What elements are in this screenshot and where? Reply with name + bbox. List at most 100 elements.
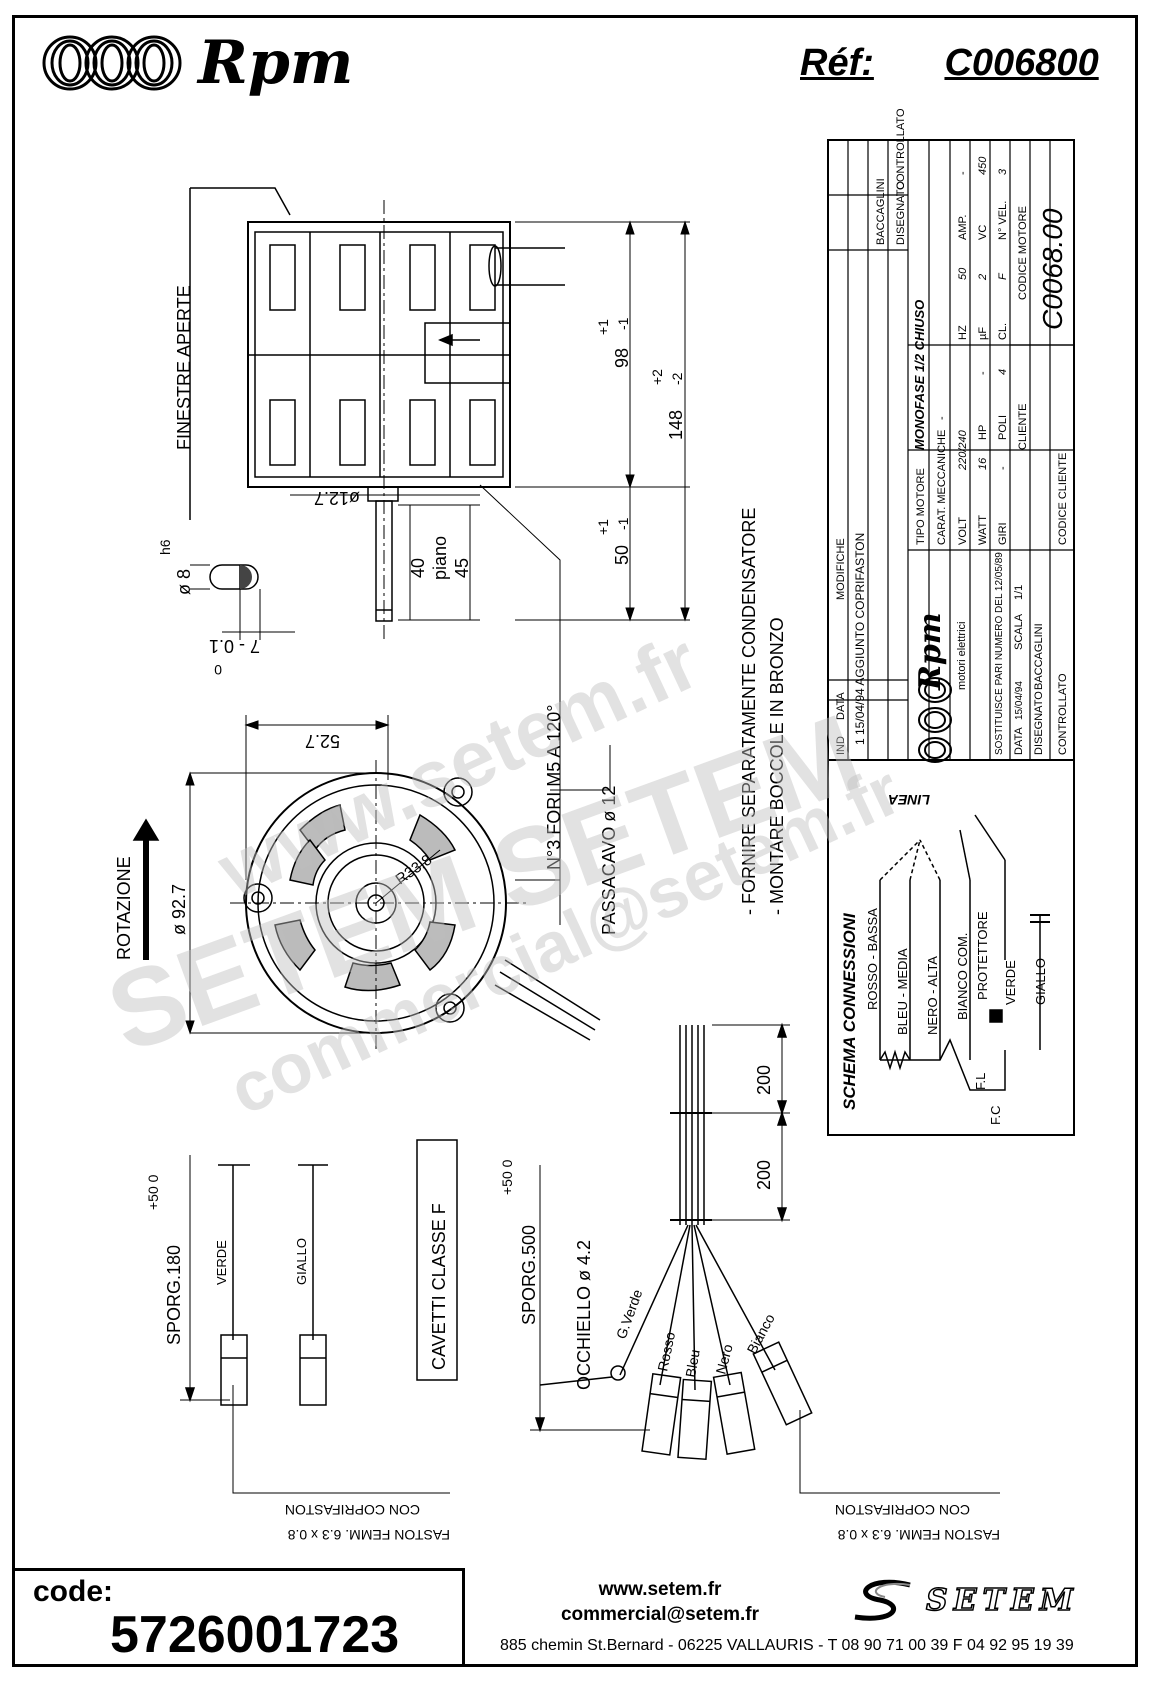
- tb-controllato-col: CONTROLLATO: [895, 108, 907, 190]
- tb-hp-val: -: [977, 371, 989, 375]
- shaft-detail: [190, 564, 295, 640]
- tb-poli-val: 4: [997, 369, 1009, 375]
- g-verde-label: G.Verde: [613, 1287, 646, 1341]
- fori-label: N°3 FORI M5 A 120°: [544, 705, 564, 870]
- front-view-dimensions: [185, 715, 611, 1035]
- cavetti-label: CAVETTI CLASSE F: [429, 1203, 449, 1370]
- setem-name: SETEM: [925, 1582, 1079, 1619]
- tb-baccaglini: BACCAGLINI: [875, 178, 887, 245]
- wire-bleu: BLEU - MEDIA: [895, 948, 910, 1035]
- tb-cl: CL.: [997, 323, 1009, 340]
- reference: Réf: C006800: [800, 42, 1099, 85]
- tb-hp: HP: [977, 425, 989, 440]
- shaft-flat-tol: 0: [214, 662, 222, 678]
- con-coprifaston-left: CON COPRIFASTON: [285, 1502, 420, 1518]
- dim-52-7: 52.7: [305, 731, 340, 751]
- note-boccole: - MONTARE BOCCOLE IN BRONZO: [767, 617, 787, 915]
- tb-hz: HZ: [957, 325, 969, 340]
- motor-side-view: [189, 187, 565, 640]
- tb-mod-row: 1 15/04/94 AGGIUNTO COPRIFASTON: [853, 533, 867, 745]
- technical-drawing: FINESTRE APERTE 98 +1 -1 148 +2 -2 50 +1…: [114, 108, 1075, 1543]
- tb-codice-motore-val: C0068.00: [1037, 208, 1068, 330]
- faston-right: FASTON FEMM. 6.3 x 0.8: [837, 1527, 1000, 1543]
- occhiello-label: OCCHIELLO ø 4.2: [574, 1240, 594, 1390]
- tb-sostituisce: SOSTITUISCE PARI NUMERO DEL 12/05/89: [994, 552, 1005, 755]
- dim-40: 40: [408, 558, 428, 578]
- drawing-frame: [12, 15, 1138, 1667]
- code-box: code: 5726001723: [15, 1568, 465, 1667]
- fc-label: F.C: [988, 1106, 1003, 1126]
- shaft-tol: h6: [157, 539, 173, 555]
- tb-uf-val: 2: [977, 274, 989, 281]
- footer-email[interactable]: commercial@setem.fr: [560, 1604, 760, 1625]
- ref-value: C006800: [944, 42, 1099, 84]
- tol-50b: -1: [615, 517, 631, 530]
- shaft-dia: ø 8: [174, 569, 194, 595]
- tb-vc: VC: [977, 225, 989, 240]
- tb-amp: AMP.: [957, 215, 969, 240]
- tb-cl-val: F: [997, 272, 1009, 280]
- note-condensatore: - FORNIRE SEPARATAMENTE CONDENSATORE: [739, 508, 759, 915]
- tb-carat: CARAT. MECCANICHE: [936, 430, 948, 545]
- code-label: code:: [33, 1575, 114, 1608]
- footer-website[interactable]: www.setem.fr: [598, 1579, 722, 1600]
- tb-controllato: CONTROLLATO: [1057, 673, 1069, 755]
- rpm-brand: Rpm: [40, 28, 353, 98]
- dim-45: 45: [452, 558, 472, 578]
- tb-watt-val: 16: [977, 457, 989, 470]
- tb-hz-val: 50: [957, 267, 969, 280]
- setem-swoosh-icon: [854, 1579, 911, 1621]
- tb-codice-motore: CODICE MOTORE: [1017, 206, 1029, 300]
- tol-50a: +1: [595, 519, 611, 535]
- tb-uf: µF: [977, 327, 989, 340]
- piano-label: piano: [430, 536, 450, 580]
- dim-92-7: ø 92.7: [169, 884, 189, 935]
- tb-scala: SCALA: [1013, 613, 1025, 650]
- tb-poli: POLI: [997, 415, 1009, 440]
- tb-vc-val: 450: [977, 156, 989, 175]
- rotation-arrow-icon: [132, 818, 160, 960]
- schema-title: SCHEMA CONNESSIONI: [840, 912, 859, 1110]
- tb-data-lab: DATA: [1013, 727, 1025, 755]
- tol-148b: -2: [669, 372, 685, 385]
- setem-logo: SETEM: [850, 1575, 1079, 1625]
- sporg500-label: SPORG.500: [519, 1225, 539, 1325]
- giallo-label: GIALLO: [294, 1238, 309, 1285]
- tb-volt-val: 220/240: [957, 429, 969, 471]
- rosso-label: Rosso: [654, 1330, 678, 1372]
- lower-left-wires: [180, 1139, 458, 1494]
- connection-schema: [827, 759, 1075, 1136]
- verde-label: VERDE: [214, 1240, 229, 1285]
- tb-giri: GIRI: [997, 522, 1009, 545]
- linea-label: LINEA: [888, 792, 930, 808]
- tb-nvel-val: 3: [997, 168, 1009, 175]
- fl-label: F.L: [973, 1073, 988, 1090]
- dim-200b: 200: [754, 1160, 774, 1190]
- tol-98b: -1: [615, 317, 631, 330]
- tb-motori: motori elettrici: [956, 622, 968, 690]
- dim-50: 50: [612, 545, 632, 565]
- tb-nvel: N° VEL.: [997, 201, 1009, 240]
- title-block: [827, 139, 1075, 761]
- dim-12-7: ø12.7: [314, 488, 360, 508]
- brand-name: Rpm: [198, 28, 354, 98]
- side-view-dimensions: [290, 220, 690, 925]
- footer-address: 885 chemin St.Bernard - 06225 VALLAURIS …: [500, 1637, 1074, 1654]
- tb-carat-val: -: [936, 416, 948, 420]
- code-value: 5726001723: [110, 1606, 400, 1664]
- wire-protettore: PROTETTORE: [975, 911, 990, 1000]
- tb-ind: IND: [835, 736, 847, 755]
- tb-disegnato: DISEGNATO: [1033, 691, 1045, 755]
- tb-disegnato-col: DISEGNATO: [895, 181, 907, 245]
- faston-left: FASTON FEMM. 6.3 x 0.8: [287, 1527, 450, 1543]
- tb-amp-val: -: [957, 171, 969, 175]
- sporg500-tol: +50 0: [499, 1159, 515, 1195]
- wire-bianco: BIANCO COM.: [955, 933, 970, 1020]
- tb-modifiche: MODIFICHE: [835, 538, 847, 600]
- finestre-label: FINESTRE APERTE: [174, 285, 194, 450]
- tol-148a: +2: [649, 369, 665, 385]
- dim-98: 98: [612, 348, 632, 368]
- dim-200a: 200: [754, 1065, 774, 1095]
- con-coprifaston-right: CON COPRIFASTON: [835, 1502, 970, 1518]
- tb-giri-val: -: [997, 466, 1009, 470]
